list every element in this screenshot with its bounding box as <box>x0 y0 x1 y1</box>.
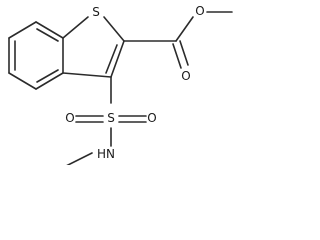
atom-s1: S <box>92 5 100 19</box>
bond-c7a-s1 <box>62 16 89 39</box>
bond-n-methyl <box>66 152 93 165</box>
bond-benzene-3-inner <box>36 69 59 83</box>
bond-c2-c3-inner <box>105 44 118 74</box>
atom-o-ester: O <box>195 4 204 18</box>
thiophene-ring <box>62 16 125 78</box>
chemical-structure: S O O S O O HN <box>8 4 233 165</box>
bond-s1-c2 <box>103 16 125 42</box>
bond-c2-c3 <box>110 40 125 78</box>
bond-benzene-5-inner <box>36 28 59 42</box>
atom-labels: S O O S O O HN <box>65 4 204 161</box>
bond-benzene-2 <box>8 72 37 90</box>
sulfonamide-group <box>66 76 147 165</box>
benzene-ring <box>8 21 64 90</box>
bond-carbonyl-o-ester <box>175 16 194 42</box>
bond-c3-c3a <box>62 72 112 78</box>
atom-s-sulfonyl: S <box>107 111 115 125</box>
atom-o-sulfonyl-left: O <box>65 111 74 125</box>
ester-group <box>123 11 233 69</box>
bond-carbonyl-o-double-a <box>172 43 182 69</box>
bond-carbonyl-o-double-b <box>179 40 189 66</box>
atom-o-sulfonyl-right: O <box>147 111 156 125</box>
bond-benzene-3 <box>35 72 64 90</box>
bond-benzene-6 <box>8 21 37 39</box>
atom-o-carbonyl: O <box>181 69 190 83</box>
atom-n-amide: HN <box>97 147 115 161</box>
bond-benzene-5 <box>35 21 64 39</box>
